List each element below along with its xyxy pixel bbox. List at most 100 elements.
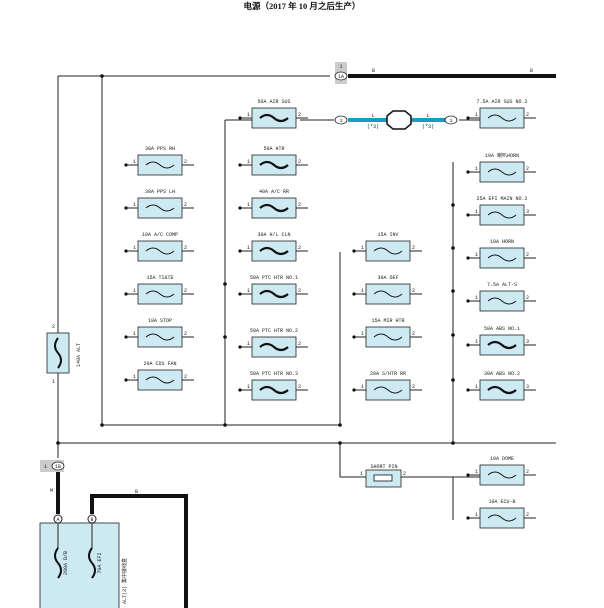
- fuse-element-icon: [54, 337, 62, 369]
- pin-1-label: 1: [475, 295, 478, 301]
- fuse-element-icon: [487, 168, 517, 176]
- fuse-label: 50A PTC HTR NO.3: [250, 371, 298, 377]
- pin-2-label: 2: [298, 384, 301, 390]
- fuse-label: 50A HTR: [263, 146, 284, 152]
- pin-1-label: 1: [247, 384, 250, 390]
- fuse-element-icon: [259, 113, 289, 123]
- pin-1-label: 1: [475, 112, 478, 118]
- fuse-label: 50A PTC HTR NO.2: [250, 328, 298, 334]
- fuse-label: 30A ABS NO.2: [484, 371, 520, 377]
- pin-1-label: 1: [475, 469, 478, 475]
- fuse-element-icon: [487, 514, 517, 522]
- pin-1-label: 1: [52, 379, 55, 385]
- pin-1-label: 1: [247, 202, 250, 208]
- pin-1-label: 1: [133, 288, 136, 294]
- fuse-label: 40A A/C RR: [259, 189, 289, 195]
- pin-1-label: 1: [133, 159, 136, 165]
- fuse-element-icon: [145, 247, 175, 255]
- fuse-label: 15A TI&TE: [146, 275, 173, 281]
- fuse-label: 30A DEF: [377, 275, 398, 281]
- svg-text:B: B: [90, 517, 93, 523]
- svg-text:1A: 1A: [338, 74, 344, 80]
- svg-text:(*3): (*3): [422, 124, 434, 130]
- fuse-label: 25A EFI MAIN NO.2: [476, 196, 527, 202]
- pin-1-label: 1: [133, 245, 136, 251]
- fuse-element-icon: [487, 211, 517, 219]
- fuse-element-icon: [487, 114, 517, 122]
- pin-2-label: 3: [526, 384, 529, 390]
- pin-1-label: 1: [247, 159, 250, 165]
- fuse-label: 15A MIR HTR: [371, 318, 404, 324]
- pin-1-label: 1: [133, 331, 136, 337]
- fuse-element-icon: [145, 290, 175, 298]
- pin-1-label: 1: [360, 471, 363, 477]
- fuse-label: 10A 喇叭HORN: [485, 152, 519, 159]
- pin-2-label: 3: [526, 339, 529, 345]
- pin-1-label: 1: [247, 245, 250, 251]
- fuse-element-icon: [145, 161, 175, 169]
- main-fuse-label: 140A ALT: [76, 343, 82, 367]
- fuse-label: 50A ABS NO.1: [484, 326, 520, 332]
- svg-text:L: L: [371, 113, 374, 119]
- svg-text:1: 1: [339, 64, 342, 70]
- svg-text:B: B: [530, 68, 533, 74]
- pin-2-label: 2: [412, 331, 415, 337]
- fuse-element-icon: [145, 204, 175, 212]
- svg-text:1: 1: [339, 118, 342, 124]
- pin-2-label: 2: [526, 295, 529, 301]
- pin-2-label: 2: [412, 384, 415, 390]
- fuse-element-icon: [373, 247, 403, 255]
- fuse-def: 30A DEF 1 2: [352, 275, 422, 305]
- fuse-label: 20A S/HTR RR: [370, 371, 406, 377]
- fuse-ptc3: 50A PTC HTR NO.3 1 2: [238, 371, 308, 401]
- fuse-label: 7.5A ALT-S: [487, 282, 517, 288]
- fuse-label: 30A H/L CLN: [257, 232, 290, 238]
- pin-2-label: 2: [403, 471, 406, 477]
- fuse-tiaxe: 15A TI&TE 1 2: [124, 275, 194, 305]
- fuse-element-icon: [373, 290, 403, 298]
- pin-2-label: 3: [526, 209, 529, 215]
- fuse-label: 20A CDS FAN: [143, 361, 176, 367]
- svg-text:M: M: [50, 488, 53, 494]
- svg-text:(*3): (*3): [367, 124, 379, 130]
- fuse-alt_s: 7.5A ALT-S 1 2: [466, 282, 536, 312]
- pin-2-label: 2: [184, 288, 187, 294]
- pin-2-label: 2: [412, 245, 415, 251]
- pin-1-label: 1: [475, 252, 478, 258]
- fuse-label: 15A INV: [377, 232, 398, 238]
- pin-1-label: 1: [475, 512, 478, 518]
- pin-2-label: 2: [412, 288, 415, 294]
- page-title: 电源（2017 年 10 月之后生产）: [243, 1, 361, 11]
- fuse-element-icon: [487, 385, 517, 395]
- fuse-label: 50A AIR SUS: [257, 99, 290, 105]
- fuse-label: 10A A/C COMP: [142, 232, 178, 238]
- pin-2-label: 2: [298, 112, 301, 118]
- fuse-element-icon: [373, 386, 403, 394]
- fuse-element-icon: [487, 340, 517, 350]
- pin-2-label: 2: [298, 202, 301, 208]
- pin-2-label: 2: [298, 159, 301, 165]
- pin-1-label: 1: [475, 384, 478, 390]
- fuse-label: 10A DOME: [490, 456, 514, 462]
- pin-1-label: 1: [361, 288, 364, 294]
- svg-text:1: 1: [449, 118, 452, 124]
- pin-1-label: 1: [133, 374, 136, 380]
- fuse-element-icon: [145, 333, 175, 341]
- pin-2-label: 2: [184, 331, 187, 337]
- pin-1-label: 1: [247, 288, 250, 294]
